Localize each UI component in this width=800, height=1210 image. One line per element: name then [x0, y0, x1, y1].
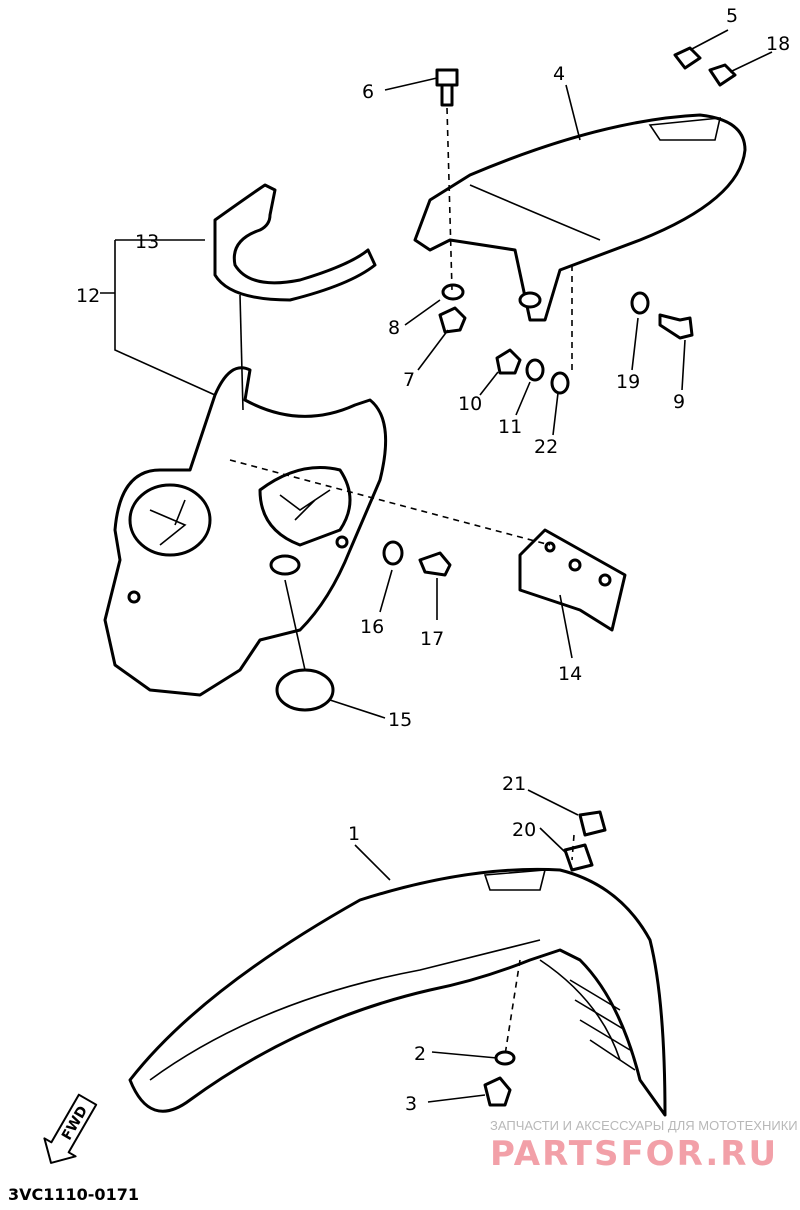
callout-21: 21	[502, 773, 526, 795]
callout-9: 9	[673, 391, 685, 413]
callout-14: 14	[558, 663, 582, 685]
callout-17: 17	[420, 628, 444, 650]
callout-18: 18	[766, 33, 790, 55]
watermark-tagline: ЗАПЧАСТИ И АКСЕССУАРЫ ДЛЯ МОТОТЕХНИКИ	[490, 1118, 798, 1133]
callout-8: 8	[388, 317, 400, 339]
leader-lines	[100, 29, 773, 1103]
callout-16: 16	[360, 616, 384, 638]
callout-1: 1	[348, 823, 360, 845]
part-14-plate	[518, 528, 627, 632]
watermark-logo: PARTSFOR.RU	[490, 1134, 778, 1174]
callout-22: 22	[534, 436, 558, 458]
watermark: ЗАПЧАСТИ И АКСЕССУАРЫ ДЛЯ МОТОТЕХНИКИ PA…	[490, 1118, 798, 1174]
hardware	[382, 46, 737, 1107]
part-4-fender-bracket	[413, 113, 747, 322]
callout-4: 4	[553, 63, 565, 85]
callout-19: 19	[616, 371, 640, 393]
callout-2: 2	[414, 1043, 426, 1065]
part-13-band	[213, 183, 377, 302]
callout-15: 15	[388, 709, 412, 731]
callout-11: 11	[498, 416, 522, 438]
callout-10: 10	[458, 393, 482, 415]
part-12-number-plate	[103, 366, 388, 697]
part-1-front-fender	[128, 867, 667, 1117]
callout-13: 13	[135, 231, 159, 253]
callout-5: 5	[726, 5, 738, 27]
alignment-lines	[229, 107, 575, 1056]
callout-6: 6	[362, 81, 374, 103]
callout-20: 20	[512, 819, 536, 841]
callout-7: 7	[403, 369, 415, 391]
callout-12: 12	[76, 285, 100, 307]
callout-labels: 1 2 3 4 5 6 7 8 9 10 11 12 13 14 15 16 1…	[76, 5, 790, 1115]
diagram-code: 3VC1110-0171	[8, 1185, 139, 1204]
fwd-arrow-icon: FWD	[43, 1093, 98, 1164]
callout-3: 3	[405, 1093, 417, 1115]
part-15-cap	[275, 668, 335, 712]
